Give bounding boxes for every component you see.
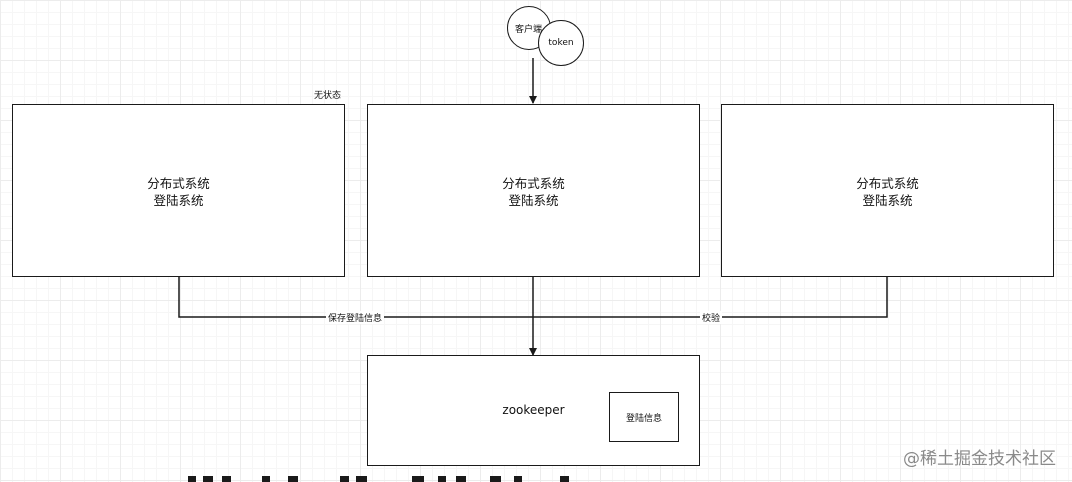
- login-system-box-middle: 分布式系统 登陆系统: [367, 104, 700, 277]
- login-system-box-left-label: 分布式系统 登陆系统: [13, 175, 344, 209]
- verify-label: 校验: [700, 311, 723, 324]
- line-right-to-zookeeper: [533, 277, 888, 318]
- login-info-label: 登陆信息: [625, 413, 662, 424]
- box-right-line2: 登陆系统: [862, 193, 913, 208]
- login-system-box-middle-label: 分布式系统 登陆系统: [368, 175, 699, 209]
- box-right-line1: 分布式系统: [856, 176, 919, 191]
- login-system-box-right: 分布式系统 登陆系统: [721, 104, 1054, 277]
- client-label: 客户端: [515, 24, 543, 35]
- zookeeper-box: zookeeper 登陆信息: [367, 355, 700, 466]
- cropped-text-strip: [0, 476, 1072, 482]
- box-middle-line2: 登陆系统: [508, 193, 559, 208]
- token-node: token: [538, 20, 584, 66]
- juejin-watermark: @稀土掘金技术社区: [903, 449, 1056, 469]
- login-system-box-right-label: 分布式系统 登陆系统: [722, 175, 1053, 209]
- stateless-note: 无状态: [314, 91, 342, 101]
- box-left-line2: 登陆系统: [153, 193, 204, 208]
- line-left-to-zookeeper: [178, 277, 533, 318]
- token-label: token: [548, 38, 574, 48]
- login-info-box: 登陆信息: [609, 392, 679, 442]
- login-system-box-left: 分布式系统 登陆系统: [12, 104, 345, 277]
- box-left-line1: 分布式系统: [147, 176, 210, 191]
- save-login-info-label: 保存登陆信息: [326, 311, 385, 324]
- zookeeper-title: zookeeper: [502, 403, 565, 417]
- box-middle-line1: 分布式系统: [502, 176, 565, 191]
